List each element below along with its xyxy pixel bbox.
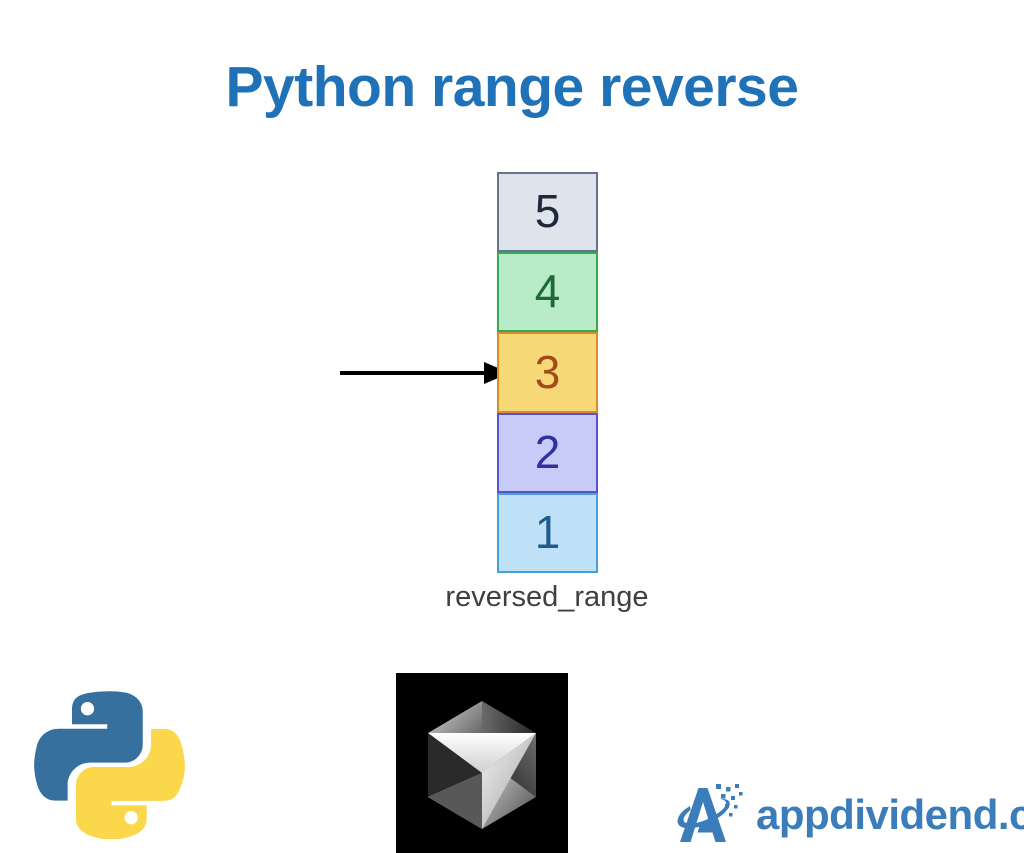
stack-cell-value: 5 (534, 185, 561, 238)
appdividend-mark-icon (676, 782, 750, 848)
black-cube-thumbnail (396, 673, 568, 853)
stack-cell-5: 5 (497, 172, 598, 253)
appdividend-wordmark: appdividend.com (756, 791, 1024, 838)
stack-cell-2: 2 (497, 412, 598, 493)
appdividend-logo[interactable]: appdividend.com (676, 782, 1024, 848)
stack-cell-1: 1 (497, 492, 598, 574)
stack-cell-value: 2 (534, 425, 561, 478)
python-logo-icon (30, 684, 185, 840)
stack-cell-value: 3 (534, 345, 561, 398)
stack-cell-value: 1 (534, 505, 561, 558)
stack-cell-3: 3 (497, 332, 598, 413)
stack-cell-4: 4 (497, 252, 598, 333)
stack-cell-value: 4 (534, 265, 561, 318)
page-title: Python range reverse (225, 55, 799, 119)
arrow-right-icon (338, 352, 513, 394)
reversed-range-stack: 5 4 3 2 1 (497, 172, 598, 574)
stack-caption: reversed_range (445, 581, 649, 613)
